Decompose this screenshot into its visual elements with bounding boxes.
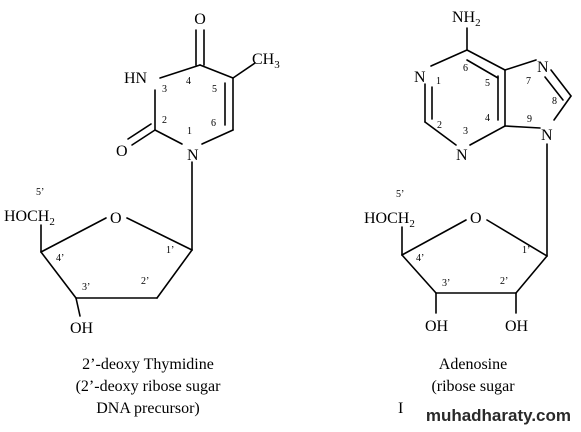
bond-c6-n1	[430, 49, 468, 67]
adenosine-num-2prime: 2’	[500, 276, 508, 287]
bond-n3-c4	[469, 125, 506, 146]
bond-n1-c2	[154, 129, 183, 145]
adenosine-ring-o-label: O	[470, 210, 482, 227]
bond-ringo-c1prime	[486, 219, 548, 257]
adenosine-num-3prime: 3’	[442, 278, 450, 289]
thymidine-ring-o-label: O	[110, 210, 122, 227]
adenosine-structure: NH2 N N N N O HOCH2 OH OH 1 2 3 4 5 6 7 …	[364, 9, 572, 335]
thymidine-caption-line-2: (2’-deoxy ribose sugar	[75, 378, 221, 395]
bond-c5-n7	[504, 59, 537, 71]
thymidine-num-6: 6	[211, 118, 216, 129]
thymidine-caption-line-1: 2’-deoxy Thymidine	[82, 356, 214, 373]
bond-ringo-c1prime	[126, 217, 193, 251]
thymidine-o2-label: O	[116, 143, 128, 160]
adenosine-num-1prime: 1’	[522, 245, 530, 256]
thymidine-num-2prime: 2’	[141, 276, 149, 287]
adenosine-caption-line-1: Adenosine	[438, 356, 508, 373]
bond-c6-n1	[201, 129, 234, 145]
adenosine-caption-line-2: (ribose sugar	[431, 378, 515, 395]
thymidine-oh-label: OH	[70, 320, 94, 337]
adenosine-num-1: 1	[436, 76, 441, 87]
adenosine-num-2: 2	[437, 120, 442, 131]
adenosine-caption: Adenosine (ribose sugar I	[398, 354, 548, 420]
thymidine-num-5: 5	[212, 84, 217, 95]
bond-c3prime-c4prime	[401, 254, 437, 294]
thymidine-num-4: 4	[186, 76, 191, 87]
bond-c6-c5-double	[466, 59, 499, 79]
adenosine-num-7: 7	[526, 76, 531, 87]
adenosine-num-9: 9	[527, 114, 532, 125]
adenosine-num-4prime: 4’	[416, 253, 424, 264]
thymidine-hoch2-label: HOCH2	[4, 208, 55, 228]
bond-c4prime-ringo	[40, 217, 107, 253]
bond-c5-ch3	[232, 62, 256, 79]
adenosine-hoch2-label: HOCH2	[364, 210, 415, 230]
thymidine-num-1: 1	[187, 126, 192, 137]
thymidine-caption: 2’-deoxy Thymidine (2’-deoxy ribose suga…	[10, 354, 286, 420]
bond-c5-c6	[466, 49, 506, 71]
thymidine-num-3prime: 3’	[82, 282, 90, 293]
thymidine-o4-label: O	[194, 11, 206, 28]
adenosine-n9-label: N	[541, 127, 553, 144]
adenosine-num-8: 8	[552, 96, 557, 107]
adenosine-nh2-label: NH2	[452, 9, 481, 29]
adenosine-n1-label: N	[414, 69, 426, 86]
bond-c2-o2-double	[127, 123, 152, 140]
thymidine-num-4prime: 4’	[56, 253, 64, 264]
thymidine-num-3: 3	[162, 84, 167, 95]
adenosine-num-6: 6	[463, 63, 468, 74]
bond-c8-n9	[553, 95, 572, 121]
thymidine-num-1prime: 1’	[166, 245, 174, 256]
bond-c4prime-ringo	[401, 219, 467, 256]
thymidine-ch3-label: CH3	[252, 51, 280, 71]
thymidine-hn-label: HN	[124, 70, 148, 87]
bond-c1prime-c2prime	[156, 249, 193, 299]
adenosine-oh3-label: OH	[425, 318, 449, 335]
thymidine-num-2: 2	[162, 115, 167, 126]
watermark-logo: muhadharaty.com	[421, 404, 575, 428]
adenosine-num-4: 4	[485, 113, 490, 124]
bond-c2-n3	[424, 121, 457, 146]
thymidine-num-5prime: 5’	[36, 187, 44, 198]
bond-n7-c8	[550, 69, 572, 97]
adenosine-n7-label: N	[537, 59, 549, 76]
bond-c3prime-oh	[75, 297, 81, 317]
bond-c3prime-c4prime	[40, 251, 77, 299]
adenosine-num-3: 3	[463, 126, 468, 137]
bond-n9-c4	[504, 125, 541, 129]
bond-c4-c5	[199, 64, 234, 79]
thymidine-structure: O CH3 HN O N O HOCH2 OH 1 2 3 4 5 6 1’ 2…	[4, 11, 280, 337]
bond-n7-c8-double	[544, 76, 564, 101]
thymidine-caption-line-3: DNA precursor)	[96, 400, 200, 417]
thymidine-n1-label: N	[187, 147, 199, 164]
adenosine-num-5prime: 5’	[396, 189, 404, 200]
adenosine-oh2-label: OH	[505, 318, 529, 335]
adenosine-caption-line-3: I	[398, 400, 404, 417]
adenosine-n3-label: N	[456, 147, 468, 164]
bond-c2-o2	[131, 129, 156, 146]
bond-n3-c4	[159, 64, 201, 79]
adenosine-num-5: 5	[485, 78, 490, 89]
bond-c1prime-c2prime	[515, 255, 548, 294]
